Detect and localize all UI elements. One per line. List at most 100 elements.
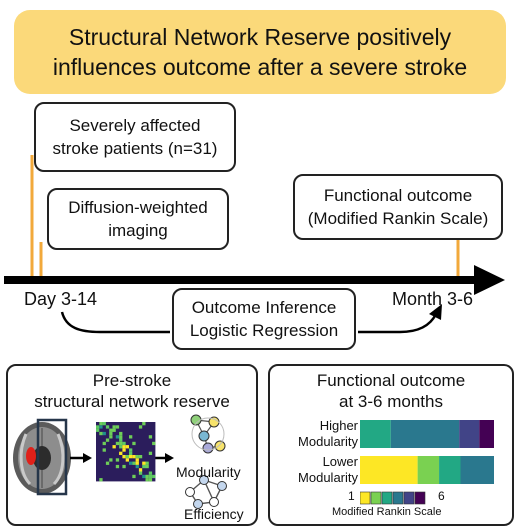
matrix-cell [135, 455, 139, 459]
lower-segment-mrs-1 [360, 456, 418, 484]
left-panel-title-1: Pre-stroke [92, 371, 172, 390]
bar-lower-modularity [360, 456, 494, 484]
matrix-cell [142, 461, 146, 465]
network-reserve-panel: Pre-stroke structural network reserve [6, 364, 258, 526]
scale-min-label: 1 [348, 489, 355, 503]
matrix-cell [125, 455, 129, 459]
imaging-box: Diffusion-weighted imaging [47, 188, 229, 250]
legend-swatch-1 [360, 491, 371, 505]
arrow-2 [165, 453, 174, 463]
matrix-cell [119, 438, 123, 442]
outcome-line-2: (Modified Rankin Scale) [307, 209, 489, 228]
curve-right [358, 313, 438, 334]
higher-line-1: Higher [319, 418, 358, 433]
matrix-cell [102, 422, 106, 426]
matrix-cell [105, 425, 110, 429]
matrix-cell [135, 461, 139, 465]
scale-max-label: 6 [438, 489, 445, 503]
inference-line-1: Outcome Inference [191, 298, 337, 317]
matrix-cell [132, 455, 136, 459]
matrix-cell [138, 468, 143, 472]
legend-swatch-4 [392, 491, 404, 505]
matrix-cell [125, 445, 129, 449]
matrix-cell [132, 441, 136, 446]
legend-swatch-5 [403, 491, 415, 505]
matrix-cell [145, 461, 149, 465]
matrix-cell [99, 425, 103, 429]
patients-line-2: stroke patients (n=31) [52, 139, 218, 158]
matrix-cell [102, 431, 106, 436]
matrix-cell [135, 464, 139, 469]
left-panel-title-2: structural network reserve [34, 392, 230, 411]
matrix-cell [105, 461, 110, 465]
lower-line-1: Lower [322, 454, 358, 469]
matrix-cell [109, 458, 113, 462]
matrix-cell [109, 428, 113, 432]
matrix-cell [96, 428, 100, 432]
end-label: Month 3-6 [392, 289, 474, 309]
outcome-box: Functional outcome (Modified Rankin Scal… [293, 174, 503, 240]
curve-right-arrowhead [429, 304, 442, 320]
matrix-cell [112, 428, 116, 432]
higher-modularity-label: Higher Modularity [274, 418, 358, 450]
timeline-graphic [4, 155, 505, 334]
matrix-cell [129, 448, 133, 452]
lower-segment-mrs-3 [439, 456, 461, 484]
matrix-cell [125, 458, 129, 462]
imaging-line-1: Diffusion-weighted [68, 198, 208, 217]
matrix-cell [112, 425, 116, 429]
higher-segment-mrs-4 [390, 420, 460, 448]
higher-segment-mrs-6 [479, 420, 494, 448]
matrix-cell [115, 425, 120, 429]
efficiency-network-icon [185, 475, 227, 509]
matrix-cell [99, 478, 103, 482]
right-panel-title-2: at 3-6 months [339, 392, 443, 411]
matrix-cell [119, 441, 123, 446]
matrix-cell [142, 422, 146, 426]
matrix-cell [122, 445, 126, 449]
lower-modularity-label: Lower Modularity [274, 454, 358, 486]
matrix-cell [115, 441, 120, 446]
matrix-cell [99, 431, 103, 436]
modularity-network-icon [190, 414, 226, 454]
matrix-cell [132, 461, 136, 465]
matrix-cell [112, 445, 116, 449]
matrix-cell [145, 478, 149, 482]
inference-line-2: Logistic Regression [189, 321, 339, 340]
matrix-cell [115, 435, 120, 439]
matrix-cell [122, 441, 126, 446]
matrix-cell [148, 435, 153, 439]
legend-swatch-2 [370, 491, 382, 505]
matrix-cell [122, 464, 126, 469]
matrix-cell [132, 474, 136, 479]
higher-segment-mrs-5 [459, 420, 480, 448]
title-line-2: influences outcome after a severe stroke [52, 54, 468, 80]
functional-outcome-panel: Functional outcome at 3-6 months Higher … [268, 364, 514, 526]
matrix-cell [109, 435, 113, 439]
matrix-cell [105, 438, 110, 442]
higher-segment-mrs-3 [360, 420, 391, 448]
matrix-cell [135, 458, 139, 462]
higher-line-2: Modularity [298, 434, 358, 449]
matrix-cell [142, 474, 146, 479]
matrix-cell [148, 471, 153, 475]
lesion [26, 447, 36, 465]
lower-segment-mrs-4 [460, 456, 494, 484]
matrix-cell [148, 451, 153, 455]
pipeline-graphic [13, 414, 227, 509]
matrix-cell [138, 425, 143, 429]
matrix-cell [99, 422, 103, 426]
patients-box: Severely affected stroke patients (n=31) [34, 102, 236, 172]
matrix-cell [129, 461, 133, 465]
matrix-cell [138, 455, 143, 459]
curve-left [60, 311, 170, 334]
right-panel-title-1: Functional outcome [316, 371, 466, 390]
matrix-cell [129, 435, 133, 439]
matrix-cell [148, 474, 153, 479]
matrix-cell [102, 441, 106, 446]
title-banner: Structural Network Reserve positively in… [14, 10, 506, 94]
scale-caption: Modified Rankin Scale [332, 506, 442, 518]
matrix-cell [119, 445, 123, 449]
start-label: Day 3-14 [24, 289, 98, 309]
patients-line-1: Severely affected [69, 116, 201, 135]
